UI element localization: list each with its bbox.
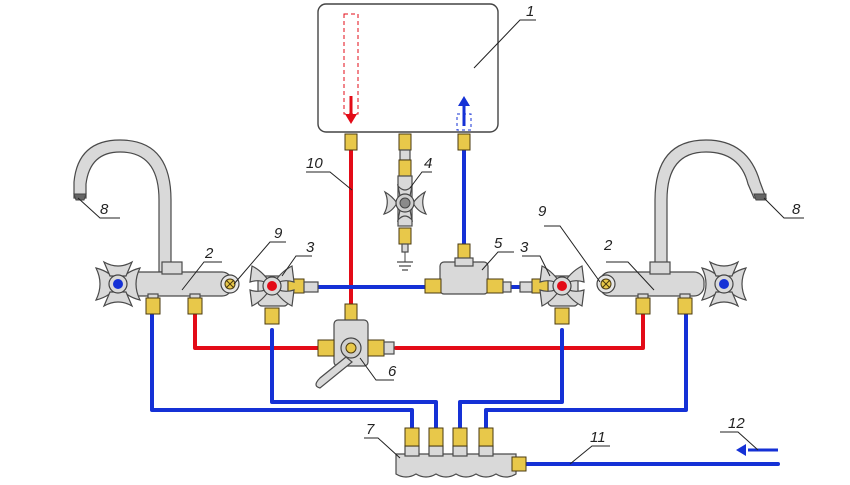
label-9-right-aerator: 9	[538, 203, 547, 220]
label-8-left-spout: 8	[100, 201, 109, 218]
label-10-hot-pipe: 10	[306, 155, 323, 172]
cold-water-pipes	[150, 148, 780, 466]
label-3-left-valve: 3	[306, 239, 315, 256]
label-8-right-spout: 8	[792, 201, 801, 218]
label-7-manifold: 7	[366, 421, 375, 438]
cold-water-manifold	[395, 427, 527, 478]
shutoff-valve-right	[519, 265, 585, 325]
right-faucet	[596, 139, 767, 315]
water-heater	[317, 3, 499, 133]
label-11-supply-pipe: 11	[590, 429, 606, 446]
callout-leaders	[77, 19, 804, 465]
left-faucet-cold-handle	[94, 260, 142, 308]
mixer-valve	[315, 303, 395, 389]
heater-fittings	[344, 133, 471, 151]
drain-valve	[382, 149, 428, 271]
hot-water-pipes	[193, 148, 645, 350]
label-12-supply-arrow: 12	[728, 415, 745, 432]
label-2-right-faucet: 2	[603, 237, 613, 254]
label-2-left-faucet: 2	[204, 245, 214, 262]
label-4-drain-valve: 4	[424, 155, 432, 172]
label-5-tee: 5	[494, 235, 503, 252]
left-faucet	[73, 139, 240, 315]
label-9-left-aerator: 9	[274, 225, 283, 242]
label-1-water-heater: 1	[526, 3, 534, 20]
callout-labels: 1 2 2 3 3 4 5 6 7 8 8 9 9 10 11 12	[100, 3, 801, 446]
cold-tee-fitting	[424, 243, 512, 295]
label-6-mixer: 6	[388, 363, 397, 380]
shutoff-valve-left	[249, 265, 319, 325]
label-3-right-valve: 3	[520, 239, 529, 256]
right-faucet-cold-handle	[700, 260, 748, 308]
